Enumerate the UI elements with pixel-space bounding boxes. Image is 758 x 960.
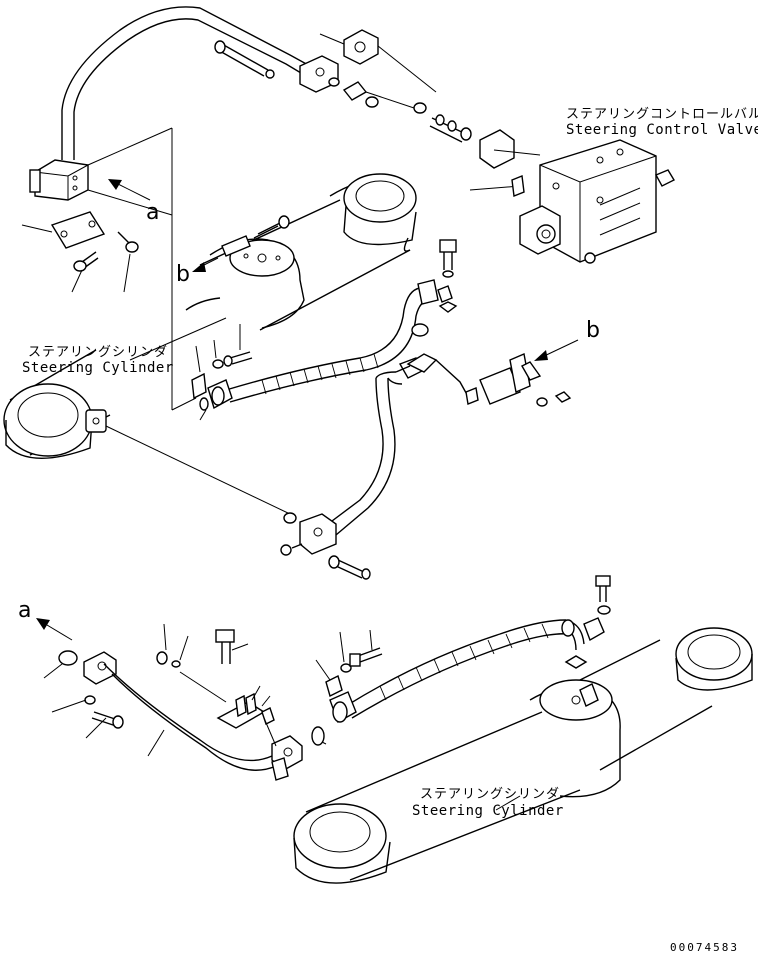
valve-fittings: [413, 102, 541, 169]
long-bolt-top: [214, 40, 275, 79]
bolt-washer-right: [411, 239, 458, 337]
cylinder-bottom-label-jp: ステアリングシリンダ: [420, 787, 561, 802]
callout-a-bottom: a: [18, 598, 32, 623]
cyl-bracket: [221, 215, 290, 257]
bottom-pipe: [58, 650, 325, 781]
callout-b-top: b: [176, 262, 190, 287]
callout-a-top: a: [146, 200, 160, 225]
mid-bracket: [406, 353, 572, 407]
bottom-clamp-bracket: [156, 623, 277, 747]
clamp-plate: [21, 211, 106, 249]
bolt-washer-bottom-right: [564, 575, 611, 669]
cylinder-bottom-label-en: Steering Cylinder: [412, 803, 564, 819]
upper-pipe: [61, 6, 311, 160]
bottom-cylinder: [293, 627, 753, 884]
arrow-a-top: [108, 179, 151, 201]
pipe-block: [29, 159, 89, 201]
bottom-left-hardware: [43, 663, 124, 739]
valve-label-en: Steering Control Valve: [566, 122, 758, 138]
top-cylinder: [3, 173, 417, 459]
flange-upper: [319, 29, 437, 111]
cylinder-top-label-en: Steering Cylinder: [22, 360, 174, 376]
lower-pipe-top: [319, 357, 426, 541]
lower-flange: [280, 513, 371, 580]
bottom-hose-hardware: [315, 629, 383, 745]
cylinder-top-label-jp: ステアリングシリンダ: [28, 345, 169, 360]
arrow-b-top: [192, 257, 219, 272]
control-valve: [469, 139, 675, 264]
arrow-b-right: [534, 339, 579, 361]
hose-top-hardware: [191, 324, 253, 421]
arrow-a-bottom: [36, 618, 73, 641]
hose-top: [207, 279, 453, 410]
plate-bolts: [71, 231, 139, 293]
valve-label-jp: ステアリングコントロールバルブ: [566, 107, 758, 122]
hose-bottom: [329, 617, 605, 724]
drawing-number: 00074583: [670, 941, 739, 954]
callout-b-right: b: [586, 318, 600, 343]
flange-top: [299, 55, 379, 108]
